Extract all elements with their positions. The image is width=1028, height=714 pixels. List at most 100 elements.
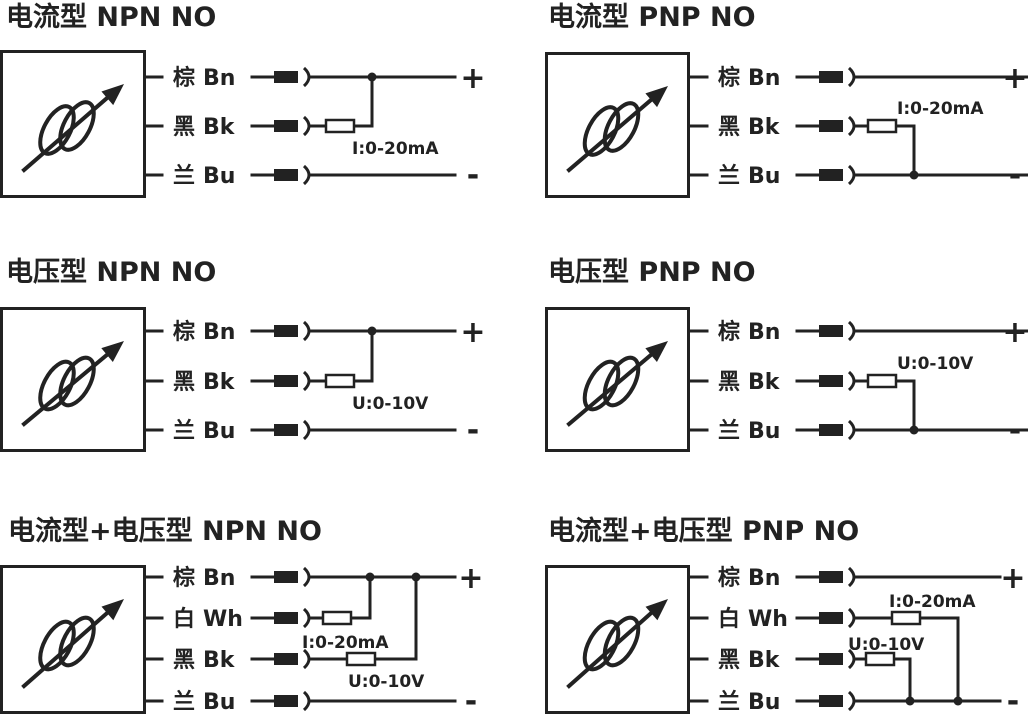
connector-socket: [847, 690, 856, 712]
wire-color-label: 黑: [718, 648, 740, 673]
resistor: [866, 118, 898, 134]
connector-socket: [302, 648, 311, 670]
wire-color-label: 棕: [173, 565, 195, 591]
wire-code-label: Bn: [748, 66, 780, 91]
sensor-box: [0, 50, 146, 198]
connector-plug: [274, 120, 298, 132]
arrow-head: [101, 341, 124, 362]
wire-label: 棕 Bn: [173, 319, 235, 345]
wire-code-label: Bk: [748, 370, 781, 395]
junction-dot: [909, 425, 919, 435]
arrow-head: [101, 599, 124, 621]
connector-plug: [819, 695, 843, 707]
plus-terminal-label: +: [1000, 561, 1025, 596]
connector-plug: [274, 169, 298, 181]
connector-plug: [274, 325, 298, 337]
wire-color-label: 黑: [173, 648, 195, 673]
arrow-head: [645, 599, 668, 621]
connector-socket: [302, 66, 311, 88]
connector-socket: [847, 370, 856, 392]
connector-plug: [819, 653, 843, 665]
junction-dot: [365, 572, 375, 582]
sensor-symbol-icon: [21, 599, 124, 689]
wire-code-label: Bu: [203, 164, 235, 189]
panel-title: 电压型 NPN NO: [6, 257, 216, 288]
connector-socket: [847, 607, 856, 629]
coil-right: [602, 355, 641, 408]
junction-dot: [953, 696, 963, 706]
wire-color-label: 黑: [173, 370, 195, 395]
panel-title: 电流型 NPN NO: [6, 2, 216, 33]
sensor-symbol-icon: [566, 599, 668, 689]
connector-plug: [274, 612, 298, 624]
arrow-head: [645, 341, 668, 363]
signal-wire-voltage: [310, 577, 418, 661]
wire-code-label: Bn: [203, 566, 235, 591]
wire-code-label: Wh: [748, 607, 788, 632]
signal-wire-current: [855, 616, 960, 701]
panel-title: 电流型+电压型 NPN NO: [8, 516, 322, 547]
wire-code-label: Bn: [203, 320, 235, 345]
sensor-symbol-icon: [566, 341, 668, 427]
wire-color-label: 棕: [173, 65, 195, 91]
panel-title: 电流型+电压型 PNP NO: [548, 516, 859, 547]
resistor: [324, 373, 356, 389]
sensor-symbol-icon: [21, 341, 124, 427]
connector-plug: [819, 571, 843, 583]
wire-color-label: 棕: [173, 319, 195, 345]
resistor-label: I:0-20mA: [352, 139, 439, 159]
resistor: [345, 651, 377, 667]
connector-plug: [274, 653, 298, 665]
wire-color-label: 棕: [718, 565, 740, 591]
coil-right: [602, 101, 641, 153]
sensor-symbol-icon: [21, 84, 124, 173]
wire-code-label: Bn: [748, 320, 780, 345]
resistor-label: I:0-20mA: [897, 99, 984, 119]
wire-color-label: 黑: [718, 370, 740, 395]
wire-color-label: 白: [173, 606, 195, 632]
sensor-symbol-icon: [566, 86, 668, 173]
wire-color-label: 兰: [718, 689, 740, 714]
connector-plug: [274, 375, 298, 387]
arrow-shaft: [21, 346, 117, 427]
connector-plug: [819, 325, 843, 337]
wire-color-label: 棕: [718, 65, 740, 91]
connector-plug: [819, 375, 843, 387]
coil-right: [58, 355, 96, 408]
wire-code-label: Bk: [203, 115, 236, 140]
sensor-box: [545, 565, 690, 714]
resistor-label-current: I:0-20mA: [889, 592, 976, 612]
connector-socket: [302, 164, 311, 186]
connector-socket: [302, 419, 311, 441]
connector-socket: [302, 690, 311, 712]
wire-color-label: 兰: [718, 418, 740, 444]
wire-color-label: 兰: [718, 163, 740, 189]
minus-terminal-label: -: [465, 684, 477, 714]
resistor: [890, 610, 922, 626]
connector-socket: [847, 164, 856, 186]
minus-terminal-label: -: [467, 158, 479, 193]
wire-color-label: 棕: [718, 319, 740, 345]
connector-plug: [819, 169, 843, 181]
arrow-shaft: [566, 604, 661, 689]
arrow-shaft: [566, 346, 661, 427]
minus-terminal-label: -: [1009, 158, 1021, 193]
sensor-box: [545, 307, 690, 452]
minus-terminal-label: -: [1009, 413, 1021, 448]
signal-wire: [310, 331, 374, 383]
